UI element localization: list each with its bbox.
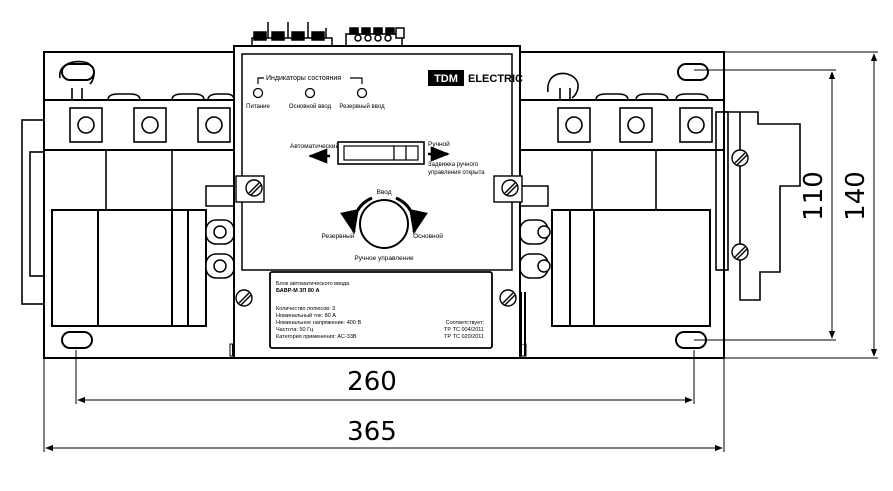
terminals-right <box>557 107 713 143</box>
indicator-main-lamp <box>304 87 316 99</box>
screw-icon <box>235 289 253 307</box>
body-dividers <box>105 150 657 210</box>
plate-line2: БАВР-М 3П 80 А <box>276 288 319 294</box>
indicator-power-label: Питание <box>246 104 270 110</box>
top-lugs-right <box>547 72 709 101</box>
screw-icon <box>731 149 749 167</box>
mounting-slots <box>61 63 709 349</box>
name-plate <box>269 271 493 349</box>
mode-auto-label: Автоматический <box>290 142 339 150</box>
knob-left-label: Резервный <box>321 232 354 240</box>
plate-voltage: Номинальное напряжение: 400 В <box>276 320 361 326</box>
brand-box-text: TDM <box>434 73 458 85</box>
knob-arc-left <box>340 196 373 235</box>
indicator-main-label: Основной ввод <box>289 103 332 110</box>
top-connector-right <box>345 27 405 53</box>
plate-category: Категория применения: АС-33В <box>276 334 357 340</box>
mode-switch[interactable] <box>337 141 425 165</box>
indicator-bracket <box>257 77 363 84</box>
screw-icon <box>493 175 523 203</box>
mode-manual-label: Ручной <box>428 140 450 148</box>
side-fixings <box>205 185 551 279</box>
contactor-left <box>51 209 207 327</box>
indicator-reserve-label: Резервный ввод <box>339 103 385 110</box>
left-din-clip <box>21 119 45 305</box>
dim-140-label: 140 <box>841 171 871 221</box>
right-din-bracket <box>715 111 801 301</box>
plate-cert1: Соответствует: <box>446 320 485 326</box>
plate-freq: Частота: 50 Гц <box>276 327 314 333</box>
indicator-power-lamp <box>252 87 264 99</box>
plate-current: Номинальный ток: 80 А <box>276 312 336 319</box>
manual-knob[interactable] <box>359 199 409 249</box>
plate-line1: Блок автоматического ввода <box>276 281 350 287</box>
contactor-right <box>551 209 711 327</box>
brand-word: ELECTRIC <box>468 73 523 85</box>
knob-arc-right <box>395 196 428 235</box>
dim-365-label: 365 <box>347 417 397 447</box>
screw-icon <box>235 175 265 203</box>
knob-top-label: Ввод <box>377 189 392 196</box>
dimension-lines <box>43 51 878 452</box>
screw-icon <box>499 289 517 307</box>
mode-latch-line2: управления открыта <box>428 170 485 176</box>
brand-logo: TDM ELECTRIC <box>428 70 523 86</box>
knob-right-label: Основной <box>413 232 443 240</box>
screw-icon <box>731 243 749 261</box>
dim-260-label: 260 <box>347 367 397 397</box>
mode-latch-line1: Задвижка ручного <box>428 162 479 168</box>
plate-cert3: ТР ТС 020/2011 <box>444 334 484 340</box>
plate-cert2: ТР ТС 004/2011 <box>444 327 484 333</box>
dim-110-label: 110 <box>799 171 829 221</box>
knob-bottom-label: Ручное управление <box>354 255 414 262</box>
terminals-left <box>69 107 231 143</box>
plate-poles: Количество полюсов: 3 <box>276 306 335 312</box>
indicators-title: Индикаторы состояния <box>266 75 341 82</box>
indicator-reserve-lamp <box>356 87 368 99</box>
